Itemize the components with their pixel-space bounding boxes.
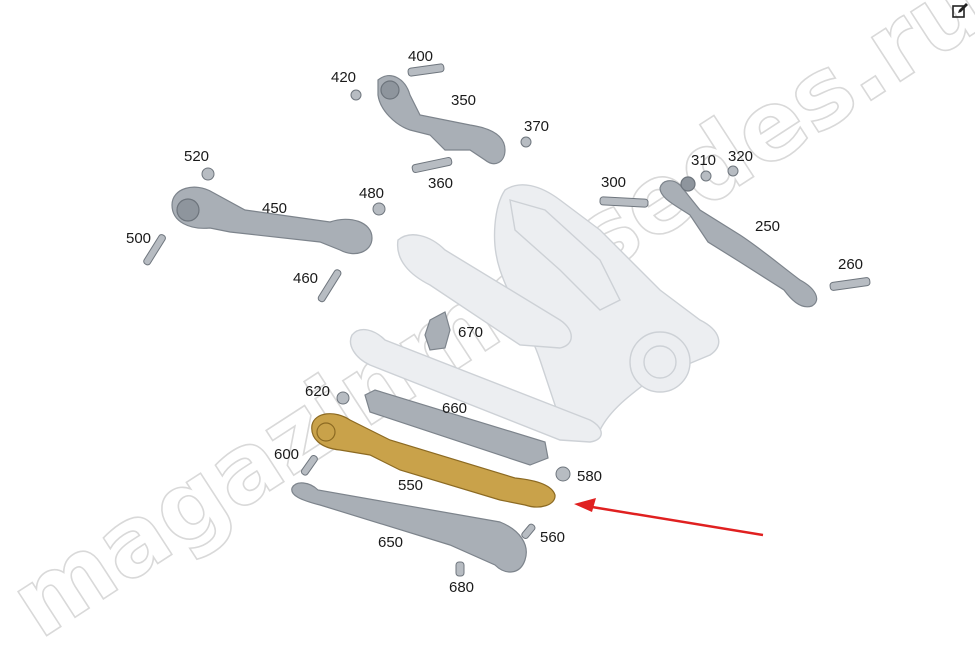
part-310-washer[interactable] xyxy=(680,176,696,192)
part-620-nut[interactable] xyxy=(336,391,350,405)
part-650-trim[interactable] xyxy=(291,482,527,573)
part-550-bushing xyxy=(316,422,336,442)
part-370-nut[interactable] xyxy=(520,136,532,148)
highlight-arrow xyxy=(574,498,764,537)
part-600-bolt[interactable] xyxy=(300,454,318,476)
edit-icon-glyph xyxy=(952,3,968,18)
edit-icon[interactable] xyxy=(951,2,969,20)
label-260[interactable]: 260 xyxy=(838,256,863,273)
label-650[interactable]: 650 xyxy=(378,534,403,551)
label-550[interactable]: 550 xyxy=(398,477,423,494)
part-360-bolt[interactable] xyxy=(411,156,453,174)
label-480[interactable]: 480 xyxy=(359,185,384,202)
part-250-arm[interactable] xyxy=(659,180,818,308)
label-350[interactable]: 350 xyxy=(451,92,476,109)
part-260-bolt[interactable] xyxy=(829,277,871,291)
label-400[interactable]: 400 xyxy=(408,48,433,65)
part-310-nut xyxy=(700,170,712,182)
ghost-knuckle-assembly xyxy=(349,184,720,443)
label-500[interactable]: 500 xyxy=(126,230,151,247)
label-680[interactable]: 680 xyxy=(449,579,474,596)
part-660-cover[interactable] xyxy=(364,389,549,466)
part-450-bushing xyxy=(176,198,200,222)
label-250[interactable]: 250 xyxy=(755,218,780,235)
part-560-bolt[interactable] xyxy=(521,523,537,540)
label-460[interactable]: 460 xyxy=(293,270,318,287)
part-520-nut[interactable] xyxy=(201,167,215,181)
part-680-clip[interactable] xyxy=(455,561,465,577)
part-400-bolt[interactable] xyxy=(407,63,445,77)
part-450-arm[interactable] xyxy=(171,186,373,255)
label-620[interactable]: 620 xyxy=(305,383,330,400)
label-360[interactable]: 360 xyxy=(428,175,453,192)
part-420-nut[interactable] xyxy=(350,89,362,101)
callout-labels: 400 420 350 370 360 520 450 480 500 460 … xyxy=(126,48,863,596)
label-370[interactable]: 370 xyxy=(524,118,549,135)
label-580[interactable]: 580 xyxy=(577,468,602,485)
part-460-bolt[interactable] xyxy=(317,269,342,303)
part-480-nut[interactable] xyxy=(372,202,386,216)
label-560[interactable]: 560 xyxy=(540,529,565,546)
part-320-nut[interactable] xyxy=(727,165,739,177)
label-660[interactable]: 660 xyxy=(442,400,467,417)
part-350-bushing xyxy=(380,80,400,100)
label-310[interactable]: 310 xyxy=(691,152,716,169)
label-520[interactable]: 520 xyxy=(184,148,209,165)
label-320[interactable]: 320 xyxy=(728,148,753,165)
label-600[interactable]: 600 xyxy=(274,446,299,463)
part-670-clip[interactable] xyxy=(424,311,451,351)
part-550-arm[interactable] xyxy=(311,413,556,508)
label-670[interactable]: 670 xyxy=(458,324,483,341)
label-420[interactable]: 420 xyxy=(331,69,356,86)
part-580-nut[interactable] xyxy=(555,466,571,482)
label-450[interactable]: 450 xyxy=(262,200,287,217)
part-500-bolt[interactable] xyxy=(143,233,167,266)
part-350-bracket[interactable] xyxy=(377,75,506,165)
part-300-bolt[interactable] xyxy=(599,196,649,208)
label-300[interactable]: 300 xyxy=(601,174,626,191)
